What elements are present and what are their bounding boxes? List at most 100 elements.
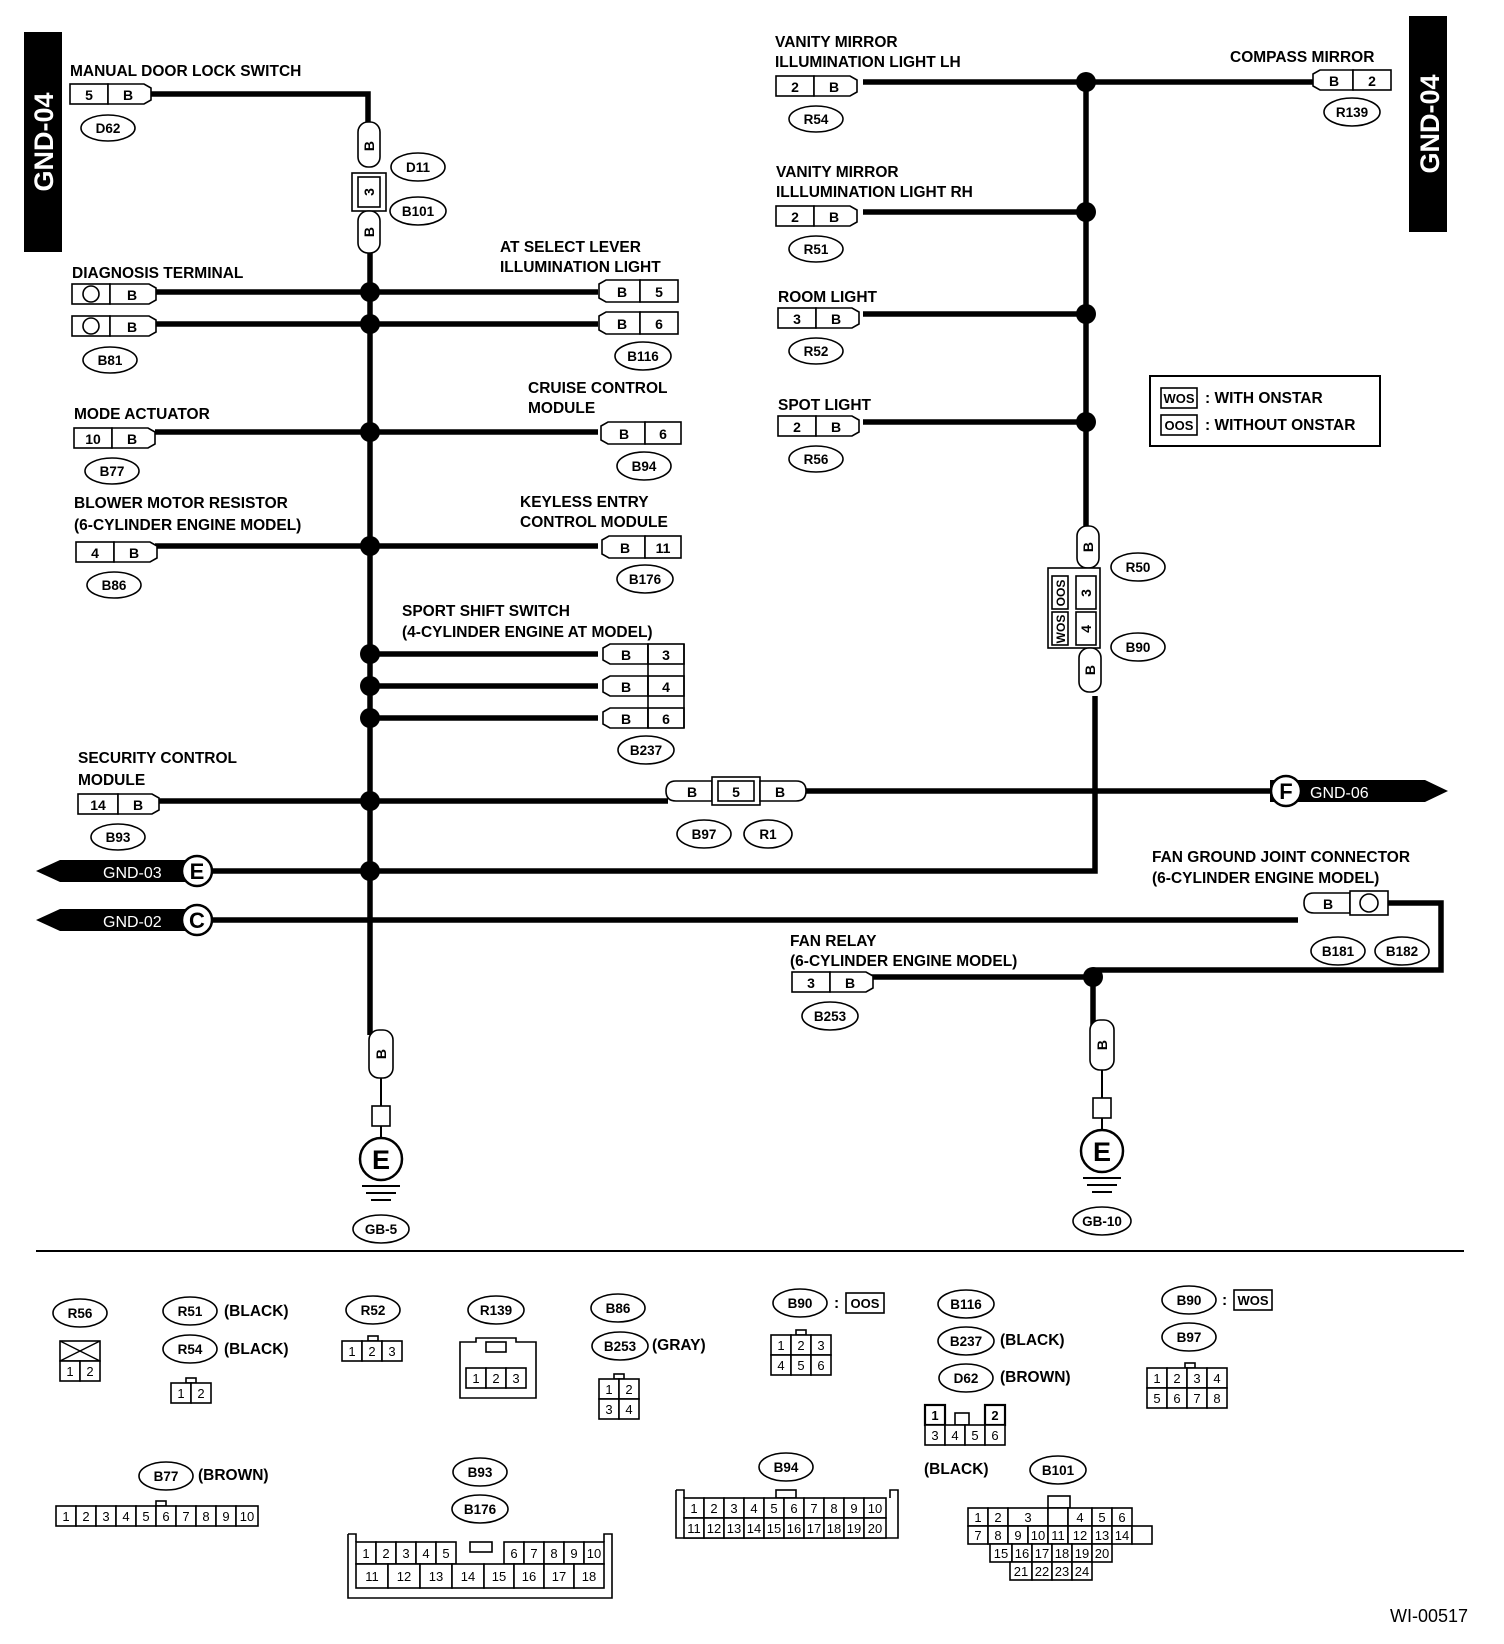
r50-oos-box — [1051, 575, 1069, 610]
r54-code-ellipse — [788, 105, 844, 133]
cv-b101-pin-6: 6 — [1118, 1510, 1125, 1525]
cv-b97-pin-4: 4 — [1213, 1371, 1220, 1386]
cv-b90oos-ellipse — [772, 1288, 828, 1318]
gnd06-letter: F — [1279, 779, 1292, 804]
r54-code: R54 — [804, 112, 829, 127]
b86-wire-box — [113, 541, 158, 563]
cv-b97-pin-2: 2 — [1173, 1371, 1180, 1386]
b237-code-ellipse — [617, 735, 675, 765]
cv-b94-pin-14: 14 — [747, 1521, 761, 1536]
cv-d62-pin-3: 3 — [931, 1428, 938, 1443]
gnd06-ref: GND-06 — [1310, 785, 1369, 802]
r50-pin-box-1 — [1075, 575, 1097, 610]
b77-pin: 10 — [85, 431, 101, 447]
r139-code-ellipse — [1323, 97, 1381, 127]
r51-code: R51 — [804, 242, 829, 257]
b237-pin-2: 4 — [662, 679, 670, 695]
gnd02-ref: GND-02 — [103, 914, 162, 931]
cv-d62-pin-5: 5 — [971, 1428, 978, 1443]
cv-b176-pin-15: 15 — [492, 1569, 506, 1584]
wire-fan-relay — [860, 974, 1096, 1040]
cv-b176-pin-11: 11 — [365, 1569, 379, 1584]
cv-r56-code: R56 — [68, 1306, 93, 1321]
b253-label-2: (6-CYLINDER ENGINE MODEL) — [790, 953, 1017, 970]
cv-b176-code: B176 — [464, 1502, 497, 1517]
b116-code: B116 — [627, 349, 659, 364]
r52-wire-box — [815, 307, 860, 329]
cv-b176-pin-14: 14 — [461, 1569, 475, 1584]
cv-b94-pin-8: 8 — [830, 1501, 837, 1516]
b94-wire: B — [619, 426, 629, 442]
cv-b176-pin-13: 13 — [429, 1569, 443, 1584]
b86-wire: B — [129, 545, 139, 561]
cv-b94-pin-12: 12 — [707, 1521, 721, 1536]
d11-code: D11 — [406, 160, 431, 175]
gnd04-tab-left-label: GND-04 — [29, 92, 59, 191]
cv-r56-pin-2: 2 — [86, 1364, 93, 1379]
cv-b253-color: (GRAY) — [652, 1337, 706, 1354]
b237-label-1: SPORT SHIFT SWITCH — [402, 603, 570, 620]
cv-b77-color: (BROWN) — [198, 1467, 269, 1484]
b176-pin: 11 — [656, 540, 671, 556]
cv-b176-pin-5: 5 — [442, 1546, 449, 1561]
cv-b253-ellipse — [591, 1331, 649, 1361]
cv-r54-code: R54 — [178, 1342, 203, 1357]
cv-r52-pins — [341, 1340, 403, 1362]
b90-wire-bottom-label: B — [1082, 665, 1098, 675]
gb5-letter: E — [372, 1145, 390, 1175]
cv-b97-pin-5: 5 — [1153, 1391, 1160, 1406]
cv-d62-code: D62 — [954, 1371, 979, 1386]
cv-b101-pin-1: 1 — [974, 1510, 981, 1525]
cv-b101-pin-17: 17 — [1035, 1546, 1049, 1561]
b237-wire-3: B — [621, 711, 631, 727]
b86-code-ellipse — [86, 571, 142, 599]
cv-b77-code: B77 — [154, 1469, 179, 1484]
d11-wire-top-label: B — [361, 141, 377, 151]
cv-b101-pin-21: 21 — [1014, 1564, 1028, 1579]
b94-code: B94 — [632, 459, 657, 474]
b90-code-ellipse — [1110, 632, 1166, 662]
d11-pin: 3 — [361, 188, 377, 196]
r52-pin: 3 — [793, 311, 801, 327]
b90-wire-bottom — [1078, 647, 1102, 693]
b93-code: B93 — [106, 830, 131, 845]
b116-pin-1: 5 — [655, 284, 663, 300]
cv-b94-pins — [683, 1497, 887, 1539]
cv-b237-ellipse — [937, 1326, 995, 1356]
diagnosis-connector-2 — [71, 315, 157, 337]
cv-b253-code: B253 — [604, 1339, 637, 1354]
r54-wire: B — [829, 79, 839, 95]
cv-d62-pin-6: 6 — [991, 1428, 998, 1443]
cv-b101-pin-20: 20 — [1095, 1546, 1109, 1561]
cv-b176-pin-6: 6 — [510, 1546, 517, 1561]
b116-label-2: ILLUMINATION LIGHT — [500, 259, 661, 276]
cv-b94-code: B94 — [774, 1460, 799, 1475]
cv-d62-pin-4: 4 — [951, 1428, 958, 1443]
cv-b77-pin-7: 7 — [182, 1509, 189, 1524]
cv-b101-pin-18: 18 — [1055, 1546, 1069, 1561]
cv-b94-pin-15: 15 — [767, 1521, 781, 1536]
cv-b176-pin-2: 2 — [382, 1546, 389, 1561]
cv-b116-ellipse — [937, 1289, 995, 1319]
r1-wire-box — [759, 780, 807, 802]
cv-b253-pin-3: 3 — [605, 1402, 612, 1417]
b90-code: B90 — [1126, 640, 1151, 655]
cv-b90oos-key-box — [845, 1292, 885, 1314]
cv-b176-pin-10: 10 — [587, 1546, 601, 1561]
r56-wire: B — [831, 419, 841, 435]
cv-b101-pin-14: 14 — [1115, 1528, 1129, 1543]
cv-b90oos-key: OOS — [851, 1296, 880, 1311]
b97-code: B97 — [692, 827, 717, 842]
b93-pin: 14 — [90, 797, 106, 813]
gb5-code: GB-5 — [365, 1222, 398, 1237]
d62-wire: B — [123, 87, 133, 103]
cv-b94-ellipse — [758, 1452, 814, 1482]
gb10-code-ellipse — [1072, 1206, 1132, 1236]
cv-b101-code: B101 — [1042, 1463, 1075, 1478]
gnd02-letter: C — [189, 908, 205, 933]
cv-b176-ellipse — [451, 1494, 509, 1524]
cv-r51-color: (BLACK) — [224, 1303, 289, 1320]
cv-b101-pin-2: 2 — [994, 1510, 1001, 1525]
cv-b101-pin-4: 4 — [1076, 1510, 1083, 1525]
b176-wire: B — [620, 540, 630, 556]
